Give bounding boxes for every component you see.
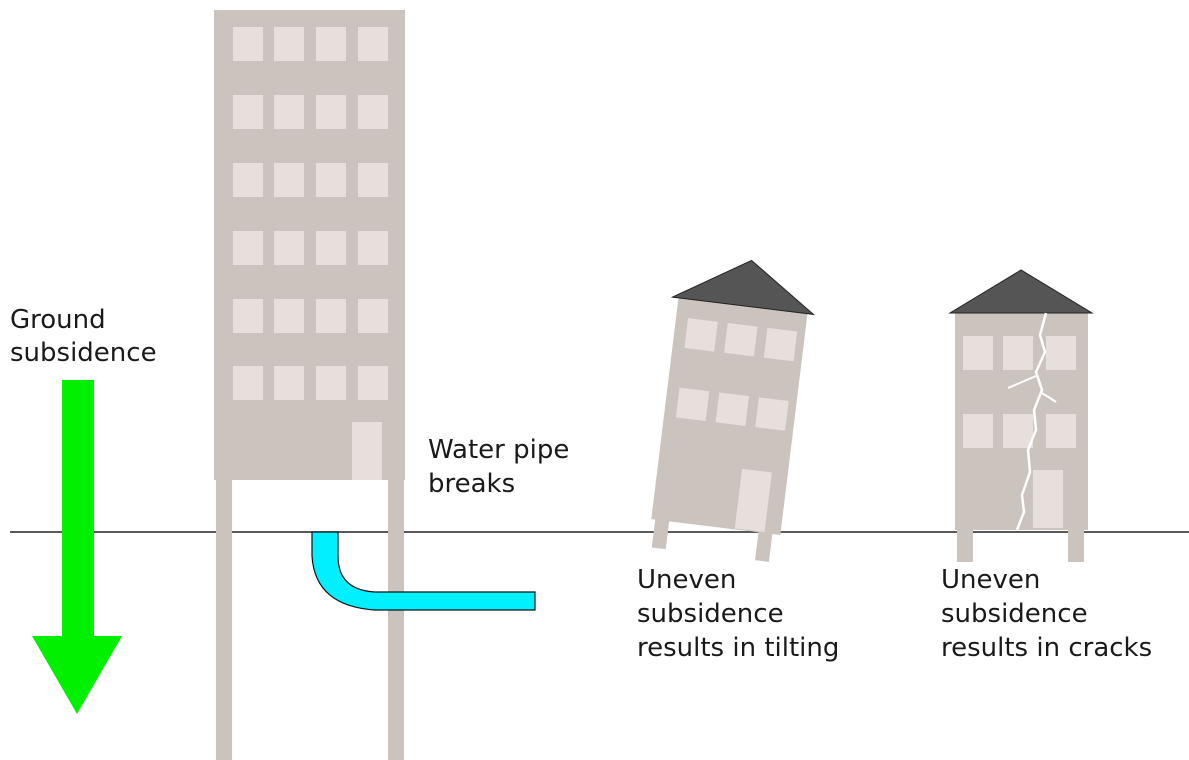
house-window — [1046, 336, 1076, 370]
tall-building-window — [233, 163, 263, 197]
tilted-house — [642, 251, 819, 563]
tall-building-window — [358, 163, 388, 197]
ground-subsidence-label: Ground subsidence — [10, 305, 157, 368]
tall-building-window — [233, 27, 263, 61]
tilted-house-left-leg — [652, 518, 670, 549]
house-window — [963, 336, 993, 370]
tall-building-window — [233, 95, 263, 129]
tall-building-door — [352, 422, 382, 480]
ground-subsidence-line-2: subsidence — [10, 338, 157, 368]
house-window — [684, 318, 717, 351]
tilting-label: Uneven subsidence results in tilting — [637, 565, 839, 663]
cracked-house-door — [1033, 470, 1063, 528]
tall-building-window — [233, 231, 263, 265]
down-arrow-icon — [32, 380, 122, 714]
tall-building-left-pillar — [216, 478, 232, 760]
tilting-line-2: subsidence — [637, 599, 784, 629]
tall-building-window — [358, 366, 388, 400]
water-pipe-line-1: Water pipe — [428, 435, 569, 465]
house-window — [1046, 414, 1076, 448]
cracks-label: Uneven subsidence results in cracks — [941, 565, 1152, 663]
tall-building-window — [358, 95, 388, 129]
cracks-line-2: subsidence — [941, 599, 1088, 629]
tilting-line-3: results in tilting — [637, 633, 839, 663]
cracked-house-roof — [950, 270, 1092, 313]
house-window — [755, 397, 788, 430]
ground-subsidence-line-1: Ground — [10, 305, 106, 335]
tall-building-window — [274, 231, 304, 265]
tilting-line-1: Uneven — [637, 565, 736, 595]
tall-building-window — [358, 231, 388, 265]
house-window — [716, 393, 749, 426]
tall-building-window — [274, 299, 304, 333]
cracks-line-3: results in cracks — [941, 633, 1152, 663]
tall-building-window — [316, 163, 346, 197]
cracked-house — [950, 270, 1092, 562]
tall-building-window — [233, 299, 263, 333]
tilted-house-right-leg — [755, 530, 773, 561]
house-window — [963, 414, 993, 448]
tall-building-window — [316, 95, 346, 129]
tall-building — [214, 10, 405, 760]
broken-water-pipe-icon — [312, 532, 535, 610]
tall-building-window — [358, 299, 388, 333]
tall-building-window — [316, 299, 346, 333]
tall-building-window — [233, 366, 263, 400]
water-pipe-label: Water pipe breaks — [428, 435, 578, 499]
tall-building-window — [274, 366, 304, 400]
tall-building-window — [274, 27, 304, 61]
house-window — [764, 328, 797, 361]
house-window — [1003, 336, 1033, 370]
tall-building-window — [316, 366, 346, 400]
house-window — [676, 388, 709, 421]
tall-building-window — [274, 95, 304, 129]
tall-building-window — [316, 27, 346, 61]
cracked-house-left-leg — [957, 528, 973, 562]
cracks-line-1: Uneven — [941, 565, 1040, 595]
house-window — [724, 323, 757, 356]
tall-building-window — [316, 231, 346, 265]
tall-building-right-pillar — [388, 478, 404, 760]
house-window — [1003, 414, 1033, 448]
water-pipe-line-2: breaks — [428, 469, 515, 499]
tall-building-window — [274, 163, 304, 197]
cracked-house-right-leg — [1068, 528, 1084, 562]
tall-building-window — [358, 27, 388, 61]
